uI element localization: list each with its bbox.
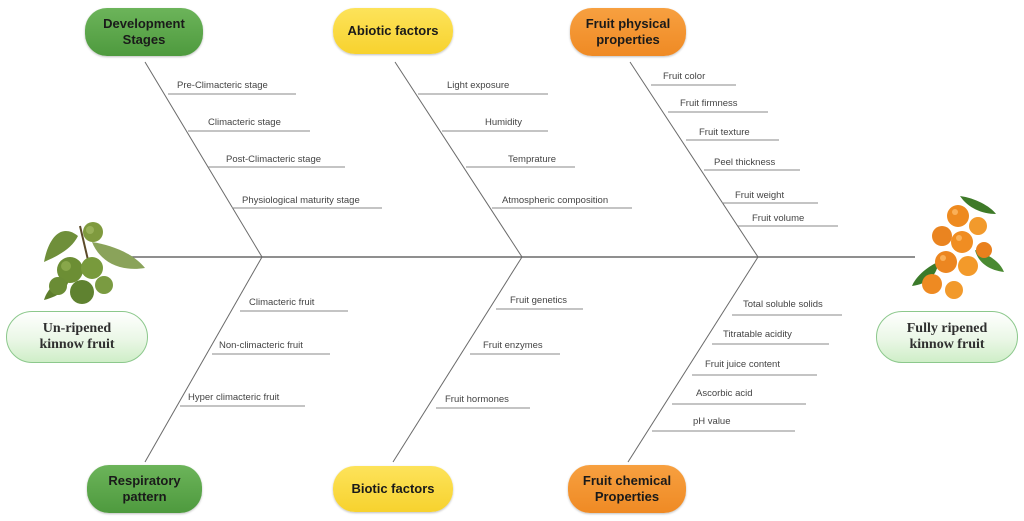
cause-item: Fruit weight xyxy=(735,190,785,201)
bone-development xyxy=(144,61,263,258)
bone-respiratory xyxy=(144,256,263,463)
cause-item: Atmospheric composition xyxy=(502,195,609,206)
cause-item: Fruit genetics xyxy=(510,295,568,306)
cause-item: Ascorbic acid xyxy=(696,388,753,399)
cause-item: Humidity xyxy=(485,117,522,128)
cause-item: Light exposure xyxy=(447,80,510,91)
cause-item: Fruit hormones xyxy=(445,394,509,405)
category-fruit-physical-properties: Fruit physical properties xyxy=(570,8,686,56)
cause-item: Climacteric fruit xyxy=(249,297,315,308)
cause-item: Titratable acidity xyxy=(723,329,792,340)
start-node-unripened-kinnow: Un-ripened kinnow fruit xyxy=(6,311,148,363)
category-development-stages: Development Stages xyxy=(85,8,203,56)
green-kinnow-fruit-image xyxy=(44,222,145,304)
cause-item: Fruit color xyxy=(663,71,706,82)
cause-item: Pre-Climacteric stage xyxy=(177,80,268,91)
end-node-fully-ripened-kinnow: Fully ripened kinnow fruit xyxy=(876,311,1018,363)
cause-item: Fruit texture xyxy=(699,127,750,138)
cause-item: Fruit firmness xyxy=(680,98,738,109)
bone-physical xyxy=(629,61,759,258)
cause-item: Non-climacteric fruit xyxy=(219,340,303,351)
cause-item: Total soluble solids xyxy=(743,299,823,310)
cause-item: Temprature xyxy=(508,154,557,165)
ripe-kinnow-fruit-image xyxy=(912,196,1004,299)
cause-item: pH value xyxy=(693,416,731,427)
bone-abiotic xyxy=(394,61,523,258)
category-biotic-factors: Biotic factors xyxy=(333,466,453,512)
cause-item: Fruit juice content xyxy=(705,359,780,370)
category-respiratory-pattern: Respiratory pattern xyxy=(87,465,202,513)
cause-item: Climacteric stage xyxy=(208,117,281,128)
category-fruit-chemical-properties: Fruit chemical Properties xyxy=(568,465,686,513)
cause-item: Fruit enzymes xyxy=(483,340,543,351)
cause-item: Peel thickness xyxy=(714,157,776,168)
bone-chemical xyxy=(627,256,759,463)
cause-item: Physiological maturity stage xyxy=(242,195,360,206)
bone-biotic xyxy=(392,256,523,463)
cause-item: Post-Climacteric stage xyxy=(226,154,322,165)
cause-item: Hyper climacteric fruit xyxy=(188,392,280,403)
cause-item: Fruit volume xyxy=(752,213,805,224)
category-abiotic-factors: Abiotic factors xyxy=(333,8,453,54)
